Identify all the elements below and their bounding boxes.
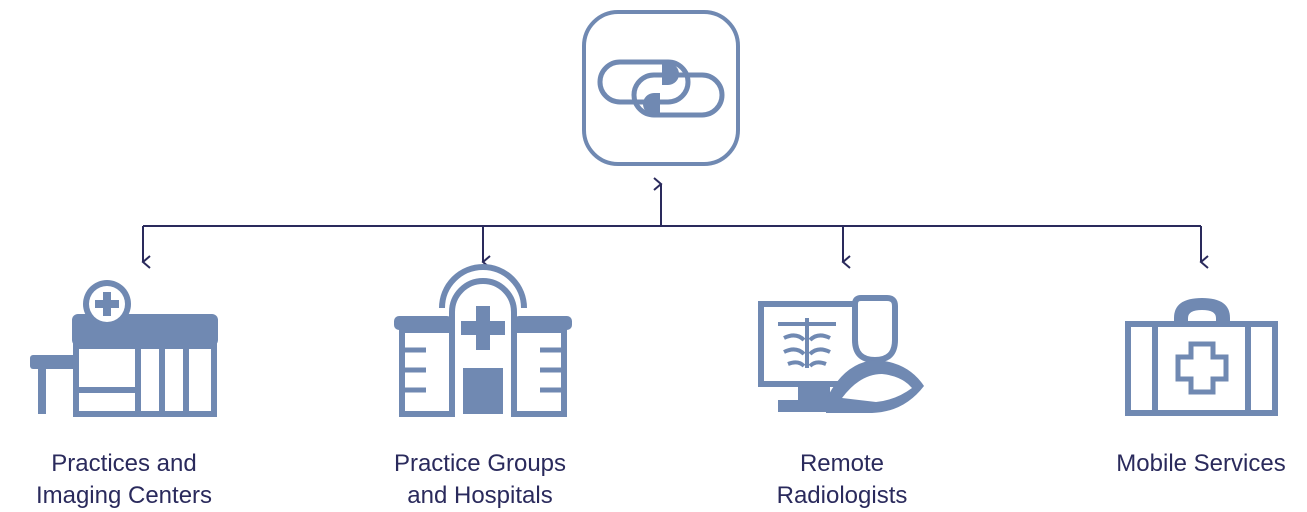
label-line: Practice Groups: [393, 450, 567, 477]
radiologist-xray-monitor-icon: [758, 295, 924, 413]
medical-kit-icon: [1125, 298, 1278, 416]
label-line: and Hospitals: [407, 482, 553, 509]
hub-logo-icon: [582, 10, 740, 166]
label-remote-radiologists: Remote Radiologists: [712, 448, 972, 512]
label-practices-and-imaging-centers: Practices and Imaging Centers: [0, 448, 254, 512]
connector-lines: [141, 177, 1209, 269]
label-line: Imaging Centers: [35, 482, 213, 509]
hospital-icon: [394, 264, 572, 417]
label-line: Mobile Services: [1116, 450, 1286, 477]
label-line: Radiologists: [776, 482, 908, 509]
label-mobile-services: Mobile Services: [1071, 448, 1307, 480]
clinic-building-icon: [30, 280, 218, 417]
label-line: Practices and: [51, 450, 197, 477]
label-practice-groups-and-hospitals: Practice Groups and Hospitals: [350, 448, 610, 512]
label-line: Remote: [799, 450, 885, 477]
